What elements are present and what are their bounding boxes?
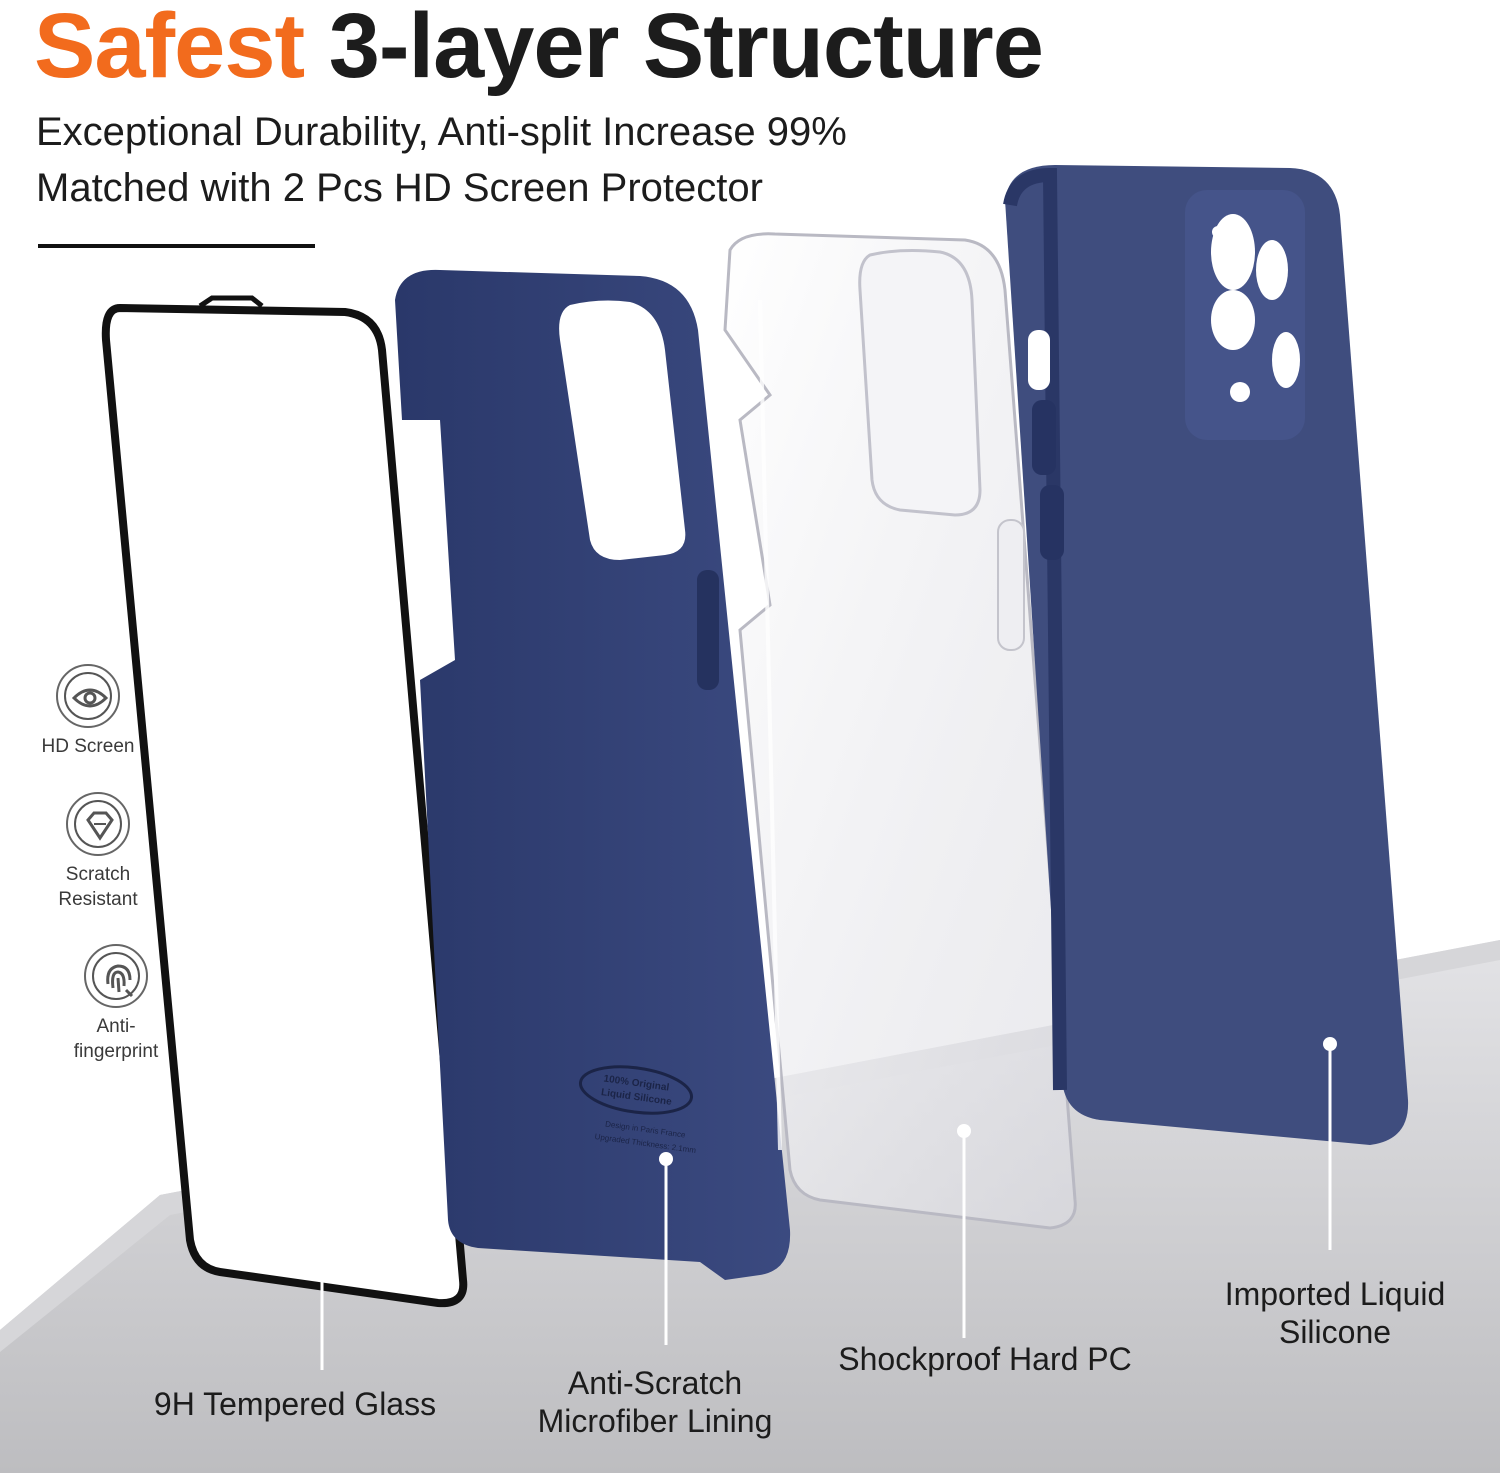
logo-stamp — [578, 1065, 694, 1115]
silicone-case-inner — [395, 269, 791, 1281]
label-liquid-silicone: Imported Liquid Silicone — [1190, 1275, 1480, 1351]
pointer-dot-glass — [315, 1217, 329, 1231]
feature-hd-screen: HD Screen — [18, 664, 158, 759]
label-hard-pc: Shockproof Hard PC — [838, 1341, 1132, 1377]
camera-hole-2 — [1256, 240, 1288, 300]
subtitle-durability: Exceptional Durability, Anti-split Incre… — [36, 110, 847, 154]
label-line1: Anti-Scratch — [567, 1365, 743, 1401]
feature-label-line2: Resistant — [58, 889, 138, 910]
feature-label-line1: Scratch — [65, 864, 131, 885]
mute-switch — [1028, 330, 1050, 390]
label-line2: Silicone — [1278, 1314, 1392, 1350]
fingerprint-icon — [84, 944, 148, 1008]
camera-hole-3 — [1272, 332, 1300, 388]
silicone-case-back — [1005, 165, 1409, 1145]
pointer-dot-lining — [659, 1152, 673, 1166]
headline: Safest 3-layer Structure — [34, 0, 1044, 92]
divider — [38, 244, 315, 248]
headline-accent: Safest — [34, 0, 305, 97]
camera-cutout — [559, 300, 686, 560]
volume-down-button — [1040, 485, 1064, 560]
pointer-dot-pc — [957, 1124, 971, 1138]
label-line1: Imported Liquid — [1224, 1276, 1446, 1312]
feature-label: HD Screen — [41, 736, 135, 757]
label-line2: Microfiber Lining — [537, 1403, 773, 1439]
side-button-bump — [697, 570, 719, 690]
subtitle-screen-protector: Matched with 2 Pcs HD Screen Protector — [36, 166, 763, 210]
hard-pc-shell — [723, 232, 1077, 1230]
tempered-glass — [101, 303, 468, 1308]
feature-label-line1: Anti- — [96, 1016, 136, 1037]
mic-hole — [1212, 226, 1224, 238]
eye-icon — [56, 664, 120, 728]
camera-hole-4 — [1211, 290, 1255, 350]
feature-anti-fingerprint: Anti- fingerprint — [46, 944, 186, 1064]
flash-hole — [1230, 382, 1250, 402]
pointer-dot-silicone — [1323, 1037, 1337, 1051]
feature-label-line2: fingerprint — [73, 1041, 159, 1062]
camera-hole-1 — [1211, 214, 1255, 290]
feature-scratch-resistant: Scratch Resistant — [28, 792, 168, 912]
label-tempered-glass: 9H Tempered Glass — [153, 1386, 437, 1422]
volume-up-button — [1032, 400, 1056, 475]
headline-rest: 3-layer Structure — [328, 0, 1044, 97]
label-microfiber-lining: Anti-Scratch Microfiber Lining — [500, 1364, 810, 1440]
diamond-icon — [66, 792, 130, 856]
